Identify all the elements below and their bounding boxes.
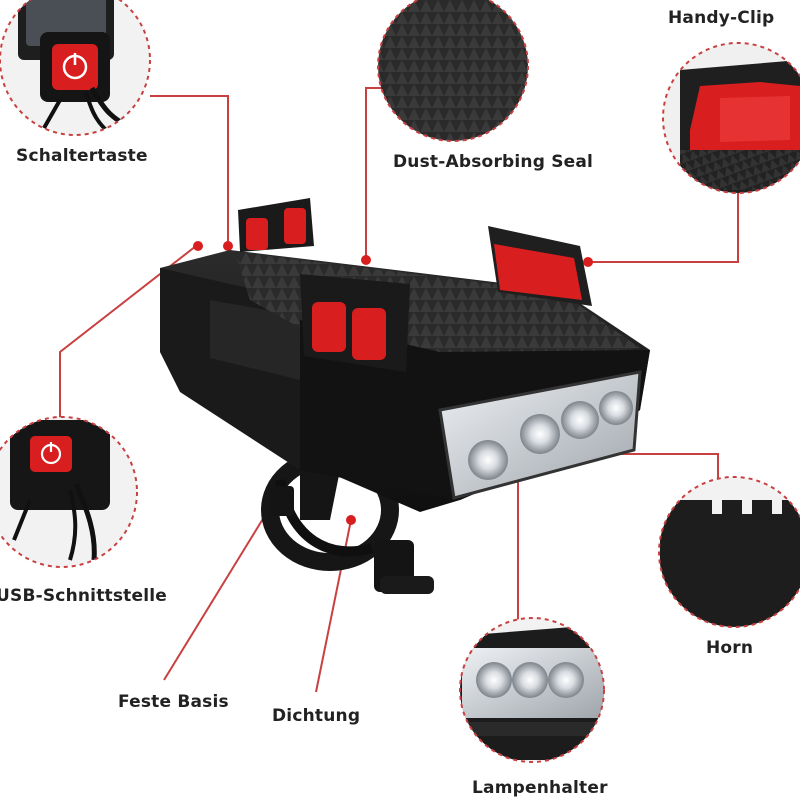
label-feste-basis: Feste Basis	[118, 692, 229, 712]
label-handy-clip: Handy-Clip	[668, 8, 775, 28]
label-lampenhalter: Lampenhalter	[472, 778, 608, 798]
label-dust-seal: Dust-Absorbing Seal	[393, 152, 594, 172]
label-horn: Horn	[706, 638, 754, 658]
detail-switch	[0, 0, 151, 136]
label-usb: USB-Schnittstelle	[0, 586, 168, 606]
detail-lamp-holder	[459, 617, 605, 763]
bike-light-device	[160, 198, 650, 594]
detail-usb	[0, 416, 138, 568]
label-dichtung: Dichtung	[272, 706, 361, 726]
detail-handy-clip	[662, 42, 800, 194]
label-schaltertaste: Schaltertaste	[16, 146, 148, 166]
detail-horn	[658, 476, 800, 628]
detail-dust-seal	[377, 0, 529, 142]
